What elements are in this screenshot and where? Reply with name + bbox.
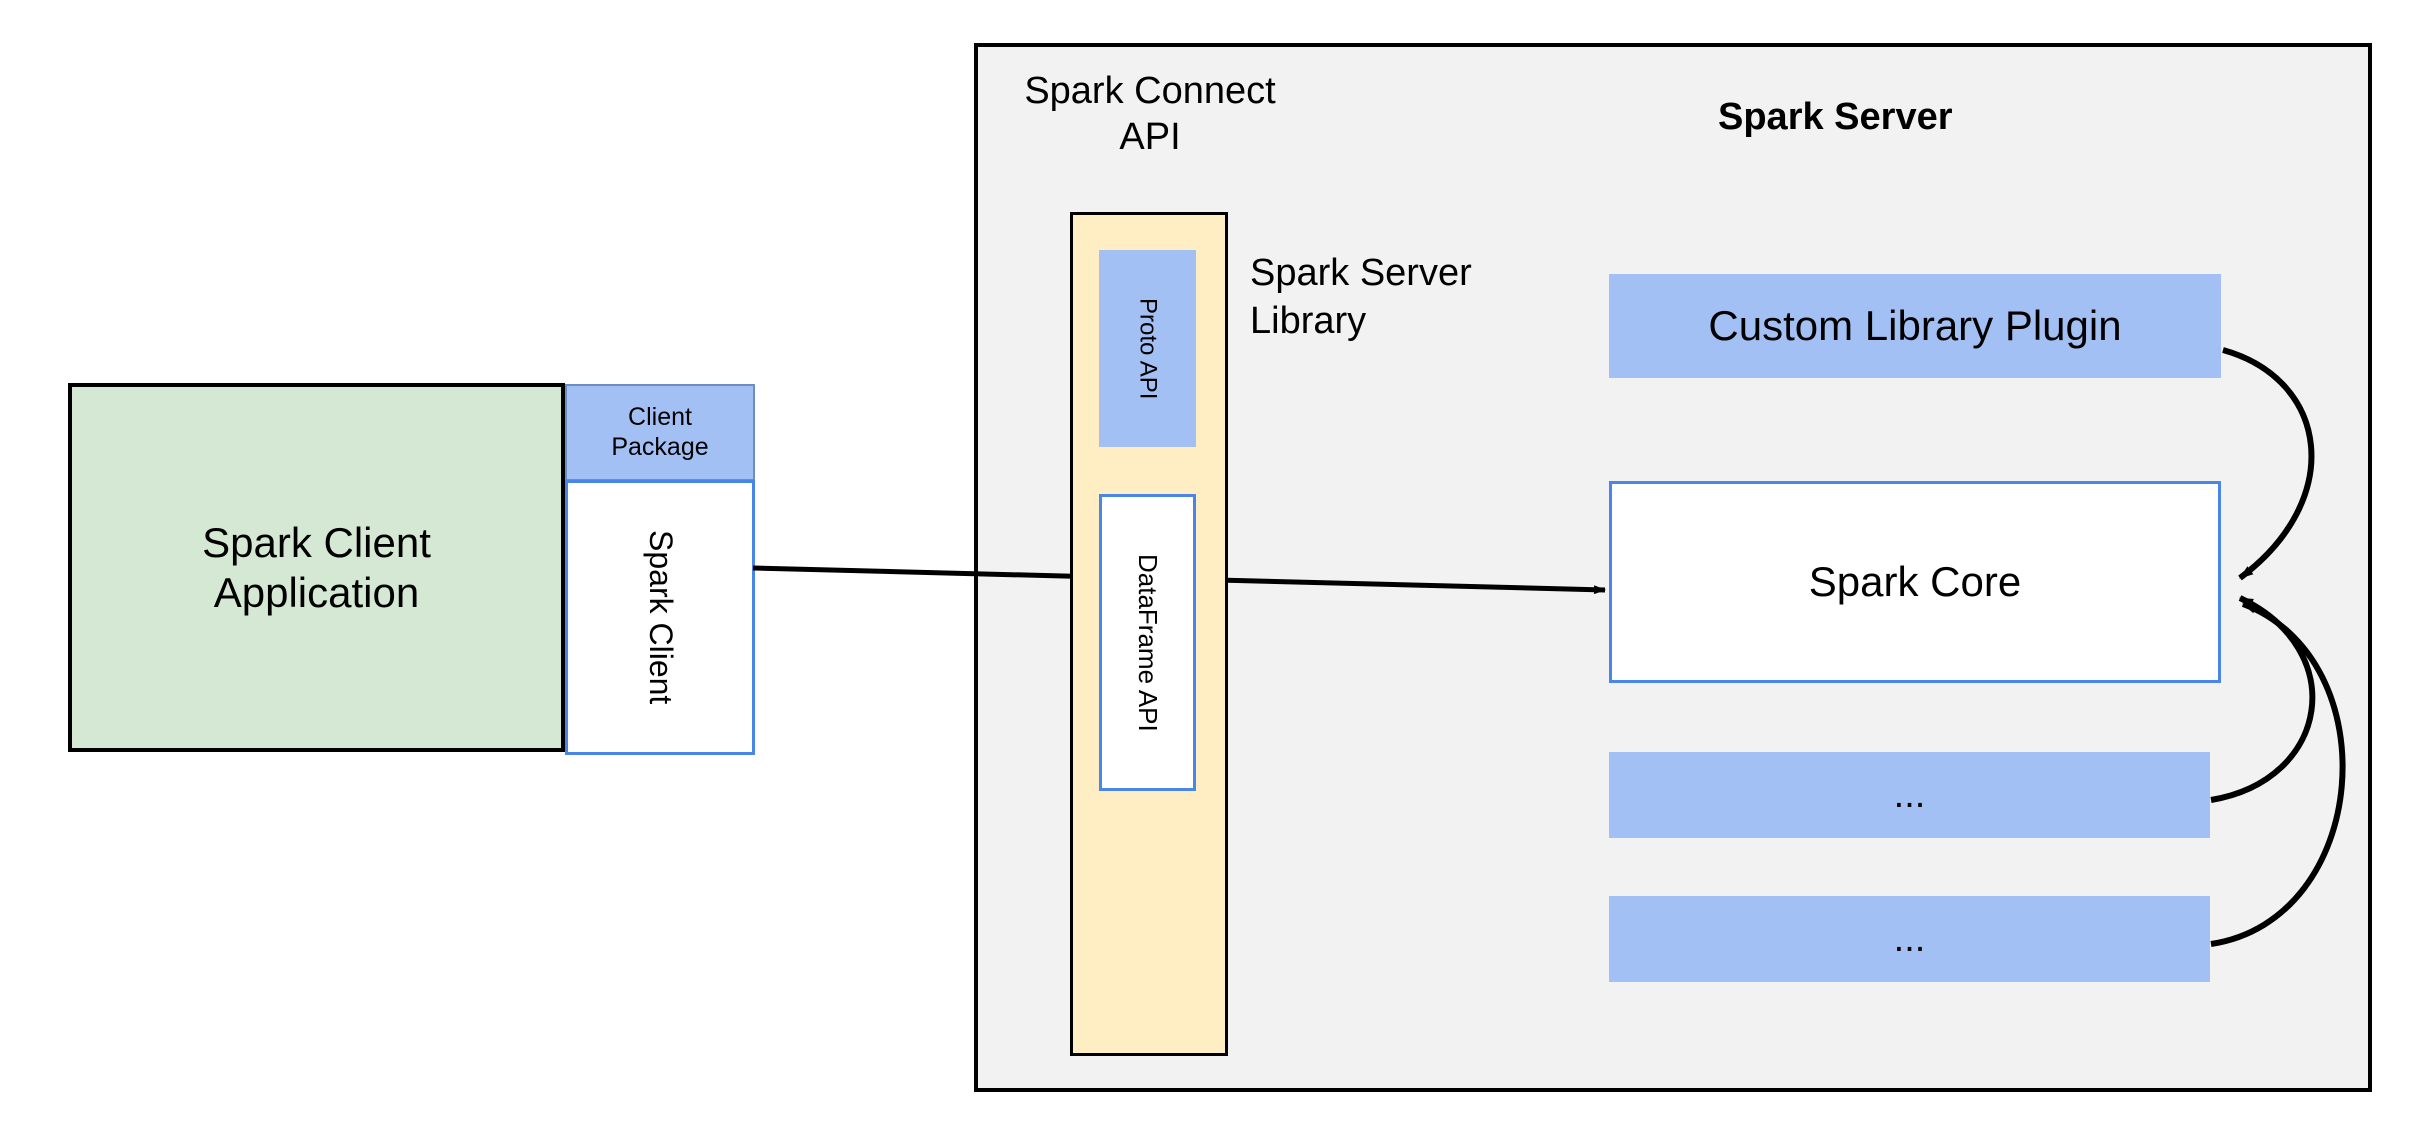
client-application-line-1: Spark Client (202, 518, 431, 566)
client-package-box[interactable]: Client Package (565, 384, 755, 481)
ellipsis-label-1: ... (1893, 773, 1926, 816)
spark-core-label: Spark Core (1808, 558, 2022, 606)
server-library-line-2: Library (1250, 299, 1367, 342)
ellipsis-box-1[interactable]: ... (1609, 752, 2210, 838)
dataframe-api-label: DataFrame API (1132, 553, 1163, 732)
client-application-line-2: Application (213, 568, 420, 616)
spark-core-box[interactable]: Spark Core (1609, 481, 2221, 683)
client-application-label: Spark Client Application (188, 518, 445, 617)
connect-api-line-1: Spark Connect (1024, 70, 1276, 112)
spark-client-box[interactable]: Spark Client (565, 480, 755, 755)
client-package-label: Client Package (611, 403, 708, 462)
spark-client-application-box[interactable]: Spark Client Application (68, 383, 565, 752)
ellipsis-box-2[interactable]: ... (1609, 896, 2210, 982)
client-package-line-1: Client (628, 403, 692, 431)
server-library-line-1: Spark Server (1250, 252, 1472, 294)
spark-server-library-label: Spark Server Library (1250, 250, 1580, 345)
dataframe-api-box[interactable]: DataFrame API (1099, 494, 1196, 791)
spark-client-label: Spark Client (642, 530, 679, 705)
ellipsis-label-2: ... (1893, 917, 1926, 960)
connect-api-line-2: API (1119, 116, 1181, 159)
custom-library-plugin-box[interactable]: Custom Library Plugin (1609, 274, 2221, 378)
client-package-line-2: Package (611, 432, 709, 461)
custom-library-plugin-label: Custom Library Plugin (1708, 302, 2122, 350)
proto-api-label: Proto API (1134, 297, 1162, 400)
spark-server-title: Spark Server (1718, 96, 1953, 138)
spark-connect-api-label: Spark Connect API (1000, 68, 1300, 161)
proto-api-box[interactable]: Proto API (1099, 250, 1196, 447)
